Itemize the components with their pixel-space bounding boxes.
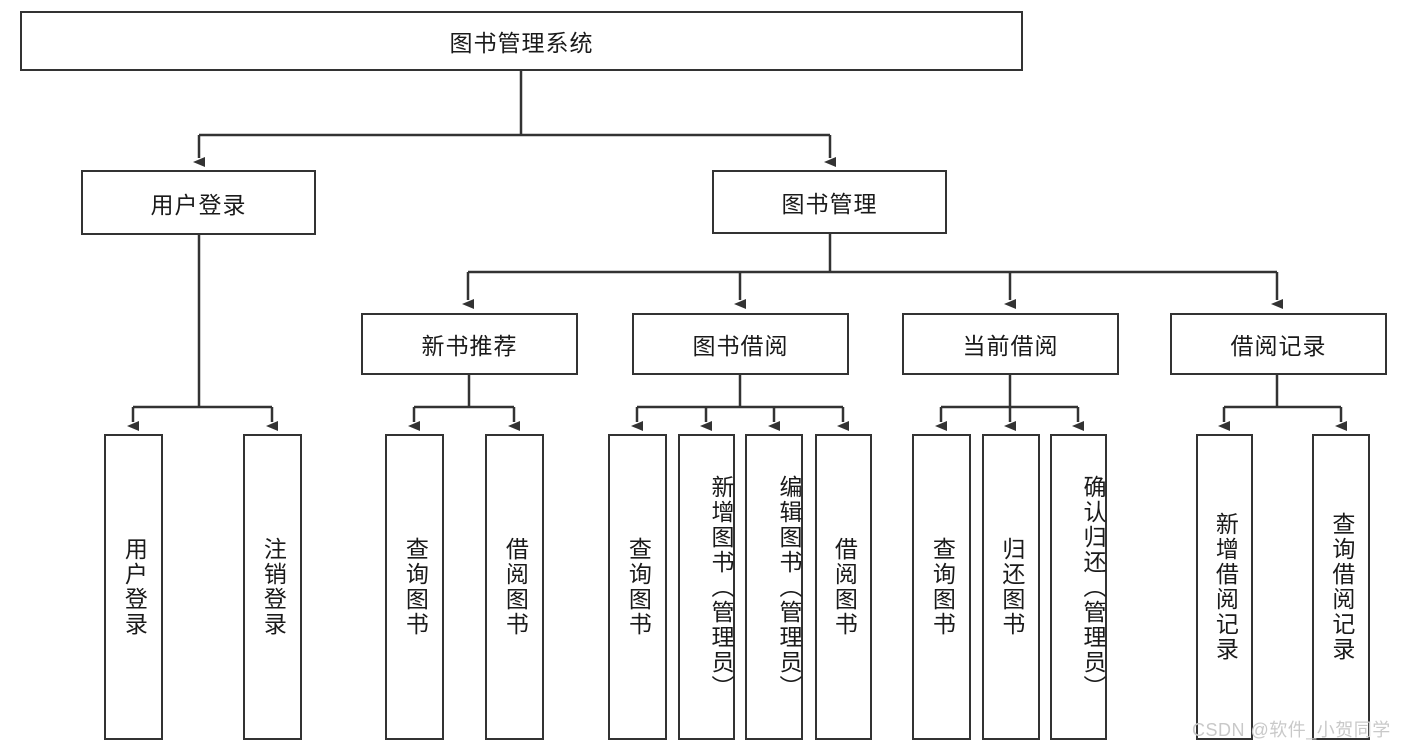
node-user-login[interactable]: 用户登录 [81,170,316,235]
node-label: 当前借阅 [962,333,1059,359]
leaf-borrow-edit-book-admin[interactable]: 编辑图书（管理员） [745,434,803,740]
node-root-book-management-system[interactable]: 图书管理系统 [20,11,1023,71]
node-label: 图书管理系统 [449,30,594,56]
node-label: 用户登录 [150,191,247,218]
node-label: 查询图书 [929,537,956,637]
node-book-management[interactable]: 图书管理 [712,170,947,234]
node-current-borrow[interactable]: 当前借阅 [902,313,1119,375]
leaf-user-login-logout[interactable]: 注销登录 [243,434,302,740]
leaf-borrow-add-book-admin[interactable]: 新增图书（管理员） [678,434,735,740]
node-label: 编辑图书（管理员） [776,474,802,700]
leaf-user-login-login[interactable]: 用户登录 [104,434,163,740]
node-label: 借阅记录 [1230,333,1327,359]
node-label: 查询借阅记录 [1328,512,1355,662]
node-new-book-recommend[interactable]: 新书推荐 [361,313,578,375]
leaf-current-return-book[interactable]: 归还图书 [982,434,1040,740]
node-label: 图书管理 [781,191,878,217]
node-label: 注销登录 [260,537,287,637]
node-label: 查询图书 [402,537,429,637]
watermark-text: CSDN @软件_小贺同学 [1192,720,1391,740]
leaf-recommend-query-book[interactable]: 查询图书 [385,434,444,740]
node-label: 借阅图书 [831,537,858,637]
leaf-borrow-query-book[interactable]: 查询图书 [608,434,667,740]
leaf-borrow-borrow-book[interactable]: 借阅图书 [815,434,872,740]
leaf-current-query-book[interactable]: 查询图书 [912,434,971,740]
node-label: 用户登录 [121,537,148,637]
node-label: 查询图书 [625,537,652,637]
node-label: 新增图书（管理员） [708,474,734,700]
node-label: 新增借阅记录 [1212,512,1239,662]
leaf-record-query-record[interactable]: 查询借阅记录 [1312,434,1370,740]
node-label: 借阅图书 [502,537,529,637]
csdn-watermark: CSDN @软件_小贺同学 [1192,716,1391,742]
node-label: 新书推荐 [421,333,518,359]
leaf-recommend-borrow-book[interactable]: 借阅图书 [485,434,544,740]
node-label: 归还图书 [998,537,1025,637]
node-book-borrow[interactable]: 图书借阅 [632,313,849,375]
node-borrow-record[interactable]: 借阅记录 [1170,313,1387,375]
node-label: 图书借阅 [692,333,789,359]
leaf-current-confirm-return-admin[interactable]: 确认归还（管理员） [1050,434,1107,740]
leaf-record-add-record[interactable]: 新增借阅记录 [1196,434,1253,740]
node-label: 确认归还（管理员） [1080,474,1106,700]
